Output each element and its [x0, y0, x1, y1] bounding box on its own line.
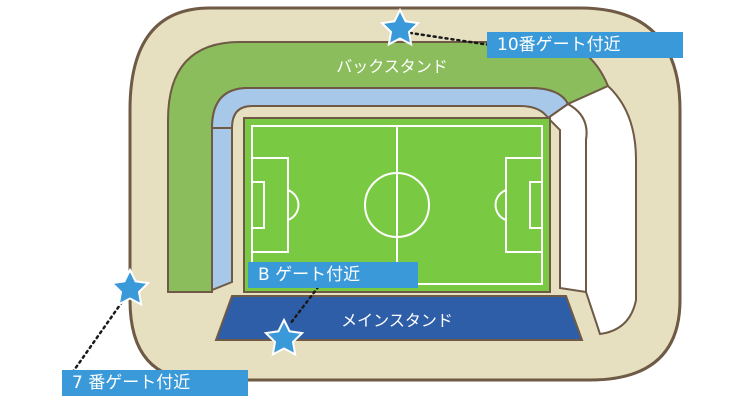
gate7-callout: 7 番ゲート付近 [62, 370, 248, 396]
left-side-stand [211, 127, 233, 292]
gate10-star-icon[interactable] [379, 7, 421, 47]
gateB-star-icon[interactable] [263, 317, 305, 357]
pitch-markings [251, 125, 543, 285]
right-side-stand-outer [565, 84, 637, 336]
back-stand-label: バックスタンド [336, 57, 448, 76]
gateB-callout: B ゲート付近 [248, 262, 418, 288]
main-stand-label: メインスタンド [341, 311, 453, 330]
main-stand[interactable] [214, 295, 584, 341]
leader-lines [68, 30, 492, 378]
gate7-star-icon[interactable] [109, 267, 151, 307]
gate10-callout: 10番ゲート付近 [487, 32, 683, 58]
